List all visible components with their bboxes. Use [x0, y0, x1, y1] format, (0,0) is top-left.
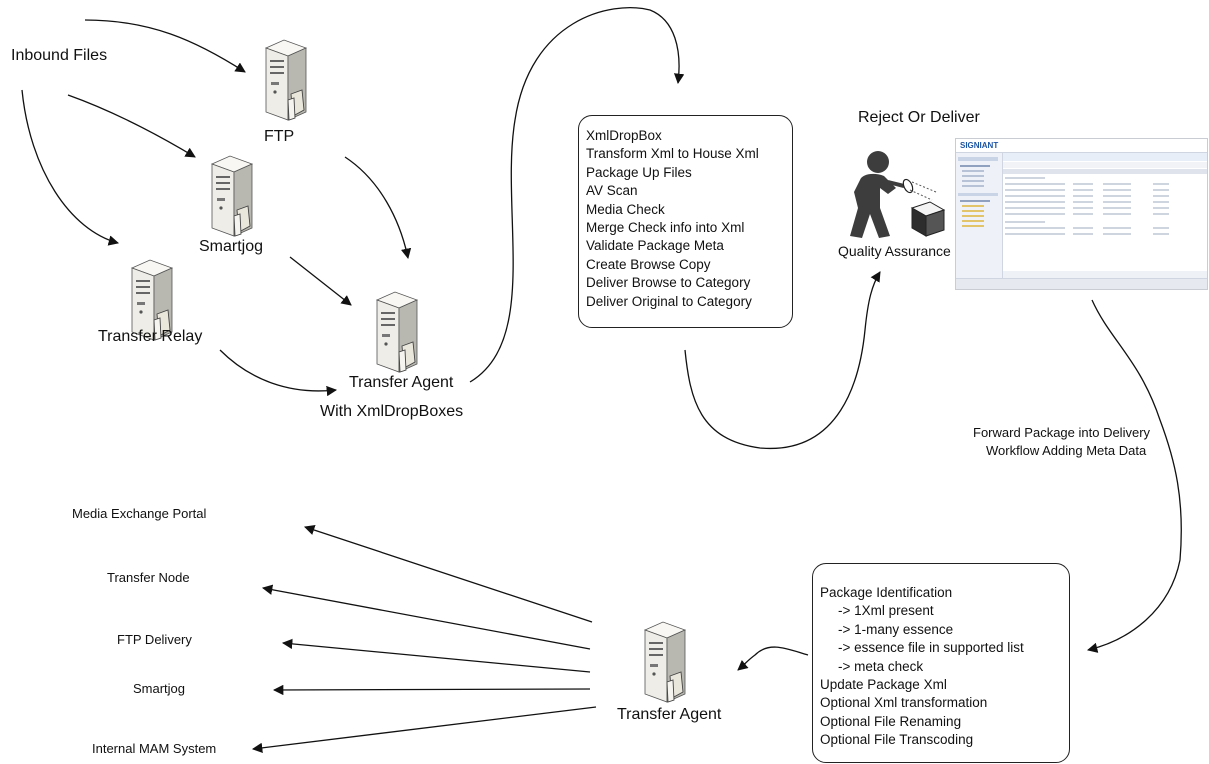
screenshot-footer — [956, 278, 1207, 289]
arrow-smartjog-to-agent — [289, 256, 352, 306]
process-step: Deliver Browse to Category — [586, 275, 751, 291]
arrow-screenshot-to-delivery — [1086, 299, 1182, 653]
destination-internal-mam-system: Internal MAM System — [92, 741, 217, 756]
arrow-inbound-to-ftp — [84, 19, 246, 73]
arrow-ftp-to-agent — [344, 156, 412, 260]
transfer-relay-label: Transfer Relay — [98, 328, 203, 345]
quality-assurance-label: Quality Assurance — [838, 243, 951, 259]
delivery-substep: -> 1Xml present — [838, 603, 934, 619]
inbound-files-label: Inbound Files — [11, 47, 108, 64]
delivery-substep: -> 1-many essence — [838, 621, 954, 637]
arrow-relay-to-agent — [219, 349, 338, 397]
arrow-process-to-qa — [684, 271, 881, 449]
signiant-app-screenshot: SIGNIANT — [955, 138, 1208, 290]
delivery-step: Package Identification — [820, 585, 953, 600]
arrow-to-transfer-node — [261, 584, 591, 650]
screenshot-sidebar — [956, 153, 1003, 279]
process-step: AV Scan — [586, 183, 638, 199]
delivery-step: Optional Xml transformation — [820, 695, 988, 711]
process-step: Media Check — [586, 201, 665, 217]
delivery-substep: -> essence file in supported list — [838, 640, 1024, 656]
reject-or-deliver-label: Reject Or Deliver — [858, 109, 980, 126]
transfer-agent-label: Transfer Agent — [349, 374, 454, 391]
process-step: Create Browse Copy — [586, 256, 711, 272]
process-step: Transform Xml to House Xml — [586, 146, 759, 162]
process-step: Merge Check info into Xml — [586, 220, 745, 236]
screenshot-main — [1003, 153, 1207, 279]
delivery-steps-list: Package Identification -> 1Xml present -… — [820, 584, 1069, 750]
delivery-step: Optional File Transcoding — [820, 732, 974, 748]
process-steps-box: XmlDropBox Transform Xml to House Xml Pa… — [578, 115, 793, 328]
process-steps-list: XmlDropBox Transform Xml to House Xml Pa… — [586, 127, 792, 311]
ftp-label: FTP — [264, 128, 295, 145]
ftp-server-icon — [262, 38, 308, 124]
arrow-agent-to-process — [469, 7, 685, 383]
signiant-logo: SIGNIANT — [956, 139, 1207, 153]
xmldropboxes-label: With XmlDropBoxes — [320, 403, 464, 420]
delivery-substep: -> meta check — [838, 658, 924, 674]
forward-package-line1: Forward Package into Delivery — [973, 425, 1151, 440]
process-step: Package Up Files — [586, 164, 692, 180]
arrow-to-internal-mam — [251, 706, 597, 754]
transfer-agent-bottom-server-icon — [641, 620, 687, 706]
destination-ftp-delivery: FTP Delivery — [117, 632, 192, 647]
smartjog-label: Smartjog — [199, 238, 264, 255]
destination-transfer-node: Transfer Node — [107, 570, 190, 585]
process-step: Deliver Original to Category — [586, 293, 752, 309]
destination-media-exchange-portal: Media Exchange Portal — [72, 506, 207, 521]
delivery-step: Update Package Xml — [820, 677, 947, 693]
transfer-agent-server-icon — [373, 290, 419, 376]
arrow-to-media-exchange — [304, 525, 593, 623]
destination-smartjog: Smartjog — [133, 681, 186, 696]
person-discarding-box-icon — [850, 151, 946, 238]
arrow-inbound-to-relay — [21, 89, 120, 246]
delivery-steps-box: Package Identification -> 1Xml present -… — [812, 563, 1070, 763]
delivery-step: Optional File Renaming — [820, 713, 962, 729]
forward-package-line2: Workflow Adding Meta Data — [986, 443, 1147, 458]
transfer-agent-bottom-label: Transfer Agent — [617, 706, 722, 723]
arrow-to-smartjog-dest — [272, 684, 591, 696]
arrow-to-ftp-delivery — [281, 638, 591, 673]
process-step: XmlDropBox — [586, 128, 662, 143]
smartjog-server-icon — [208, 154, 254, 240]
arrow-inbound-to-smartjog — [67, 94, 196, 158]
arrow-delivery-to-agent — [737, 646, 809, 671]
process-step: Validate Package Meta — [586, 238, 724, 254]
